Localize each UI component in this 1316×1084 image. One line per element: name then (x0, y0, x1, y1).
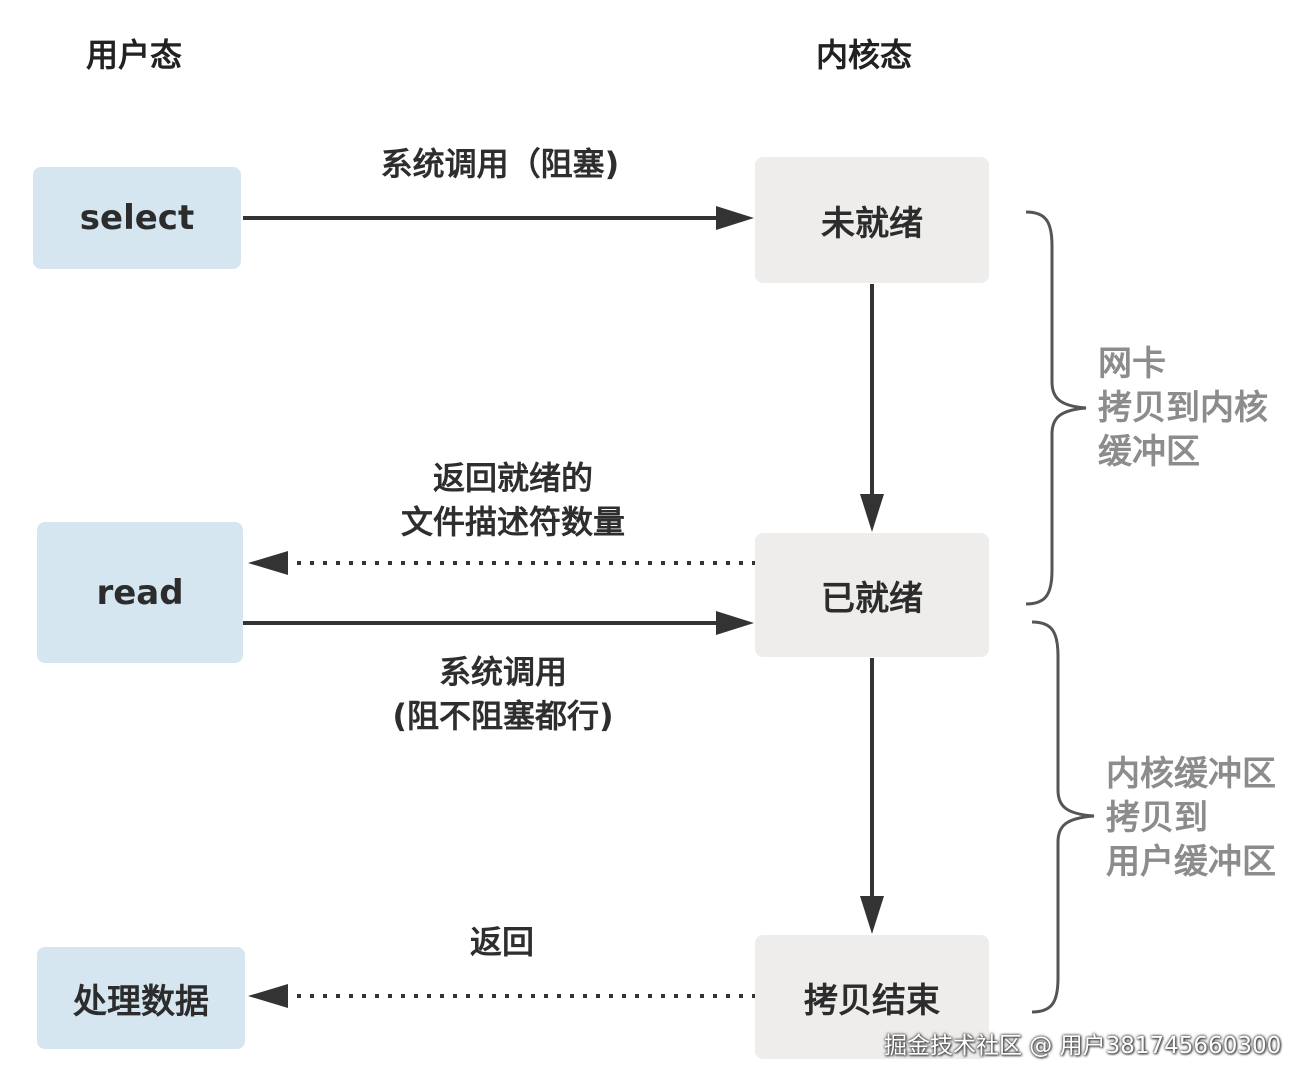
label-return-ready-count: 返回就绪的 文件描述符数量 (363, 456, 663, 544)
arrowhead-ready-to-copy-done (860, 896, 884, 934)
brace-label-nic-line1: 网卡 (1098, 344, 1166, 384)
not-ready-box: 未就绪 (755, 157, 989, 283)
brace-label-kernel-copy: 内核缓冲区 拷贝到 用户缓冲区 (1106, 752, 1276, 884)
label-syscall-nonblocking: 系统调用 (阻不阻塞都行) (353, 650, 653, 738)
watermark: 掘金技术社区 @ 用户381745660300 (884, 1033, 1282, 1059)
arrowhead-copy-done-to-process (248, 984, 288, 1008)
brace-label-nic-line2: 拷贝到内核 (1098, 388, 1268, 428)
read-label: read (96, 572, 184, 613)
user-mode-header: 用户态 (86, 36, 183, 74)
label-syscall-line1: 系统调用 (438, 653, 567, 691)
label-return-ready-line2: 文件描述符数量 (400, 503, 625, 541)
label-return-ready-line1: 返回就绪的 (432, 459, 593, 497)
brace-label-nic-line3: 缓冲区 (1098, 432, 1200, 472)
not-ready-label: 未就绪 (821, 203, 923, 244)
ready-label: 已就绪 (821, 578, 923, 619)
label-return: 返回 (469, 923, 534, 961)
arrowhead-not-ready-to-ready (860, 494, 884, 532)
arrowhead-ready-to-read (248, 551, 288, 575)
copy-done-label: 拷贝结束 (804, 980, 940, 1021)
select-label: select (79, 198, 195, 238)
brace-nic-to-kernel (1025, 210, 1087, 606)
brace-kernel-to-user (1031, 620, 1095, 1014)
process-data-box: 处理数据 (37, 947, 245, 1049)
copy-done-box: 拷贝结束 (755, 935, 989, 1059)
arrowhead-read-to-ready (716, 611, 754, 635)
brace-label-kernel-line1: 内核缓冲区 (1106, 754, 1276, 794)
kernel-mode-header: 内核态 (816, 36, 913, 74)
read-box: read (37, 522, 243, 663)
process-data-label: 处理数据 (73, 981, 209, 1022)
label-syscall-line2: (阻不阻塞都行) (392, 697, 614, 735)
arrowhead-select-to-not-ready (716, 206, 754, 230)
ready-box: 已就绪 (755, 533, 989, 657)
label-syscall-blocking: 系统调用（阻塞) (380, 145, 620, 183)
brace-label-kernel-line3: 用户缓冲区 (1106, 842, 1276, 882)
brace-label-nic-copy: 网卡 拷贝到内核 缓冲区 (1098, 342, 1268, 474)
select-box: select (33, 167, 241, 269)
brace-label-kernel-line2: 拷贝到 (1106, 798, 1208, 838)
